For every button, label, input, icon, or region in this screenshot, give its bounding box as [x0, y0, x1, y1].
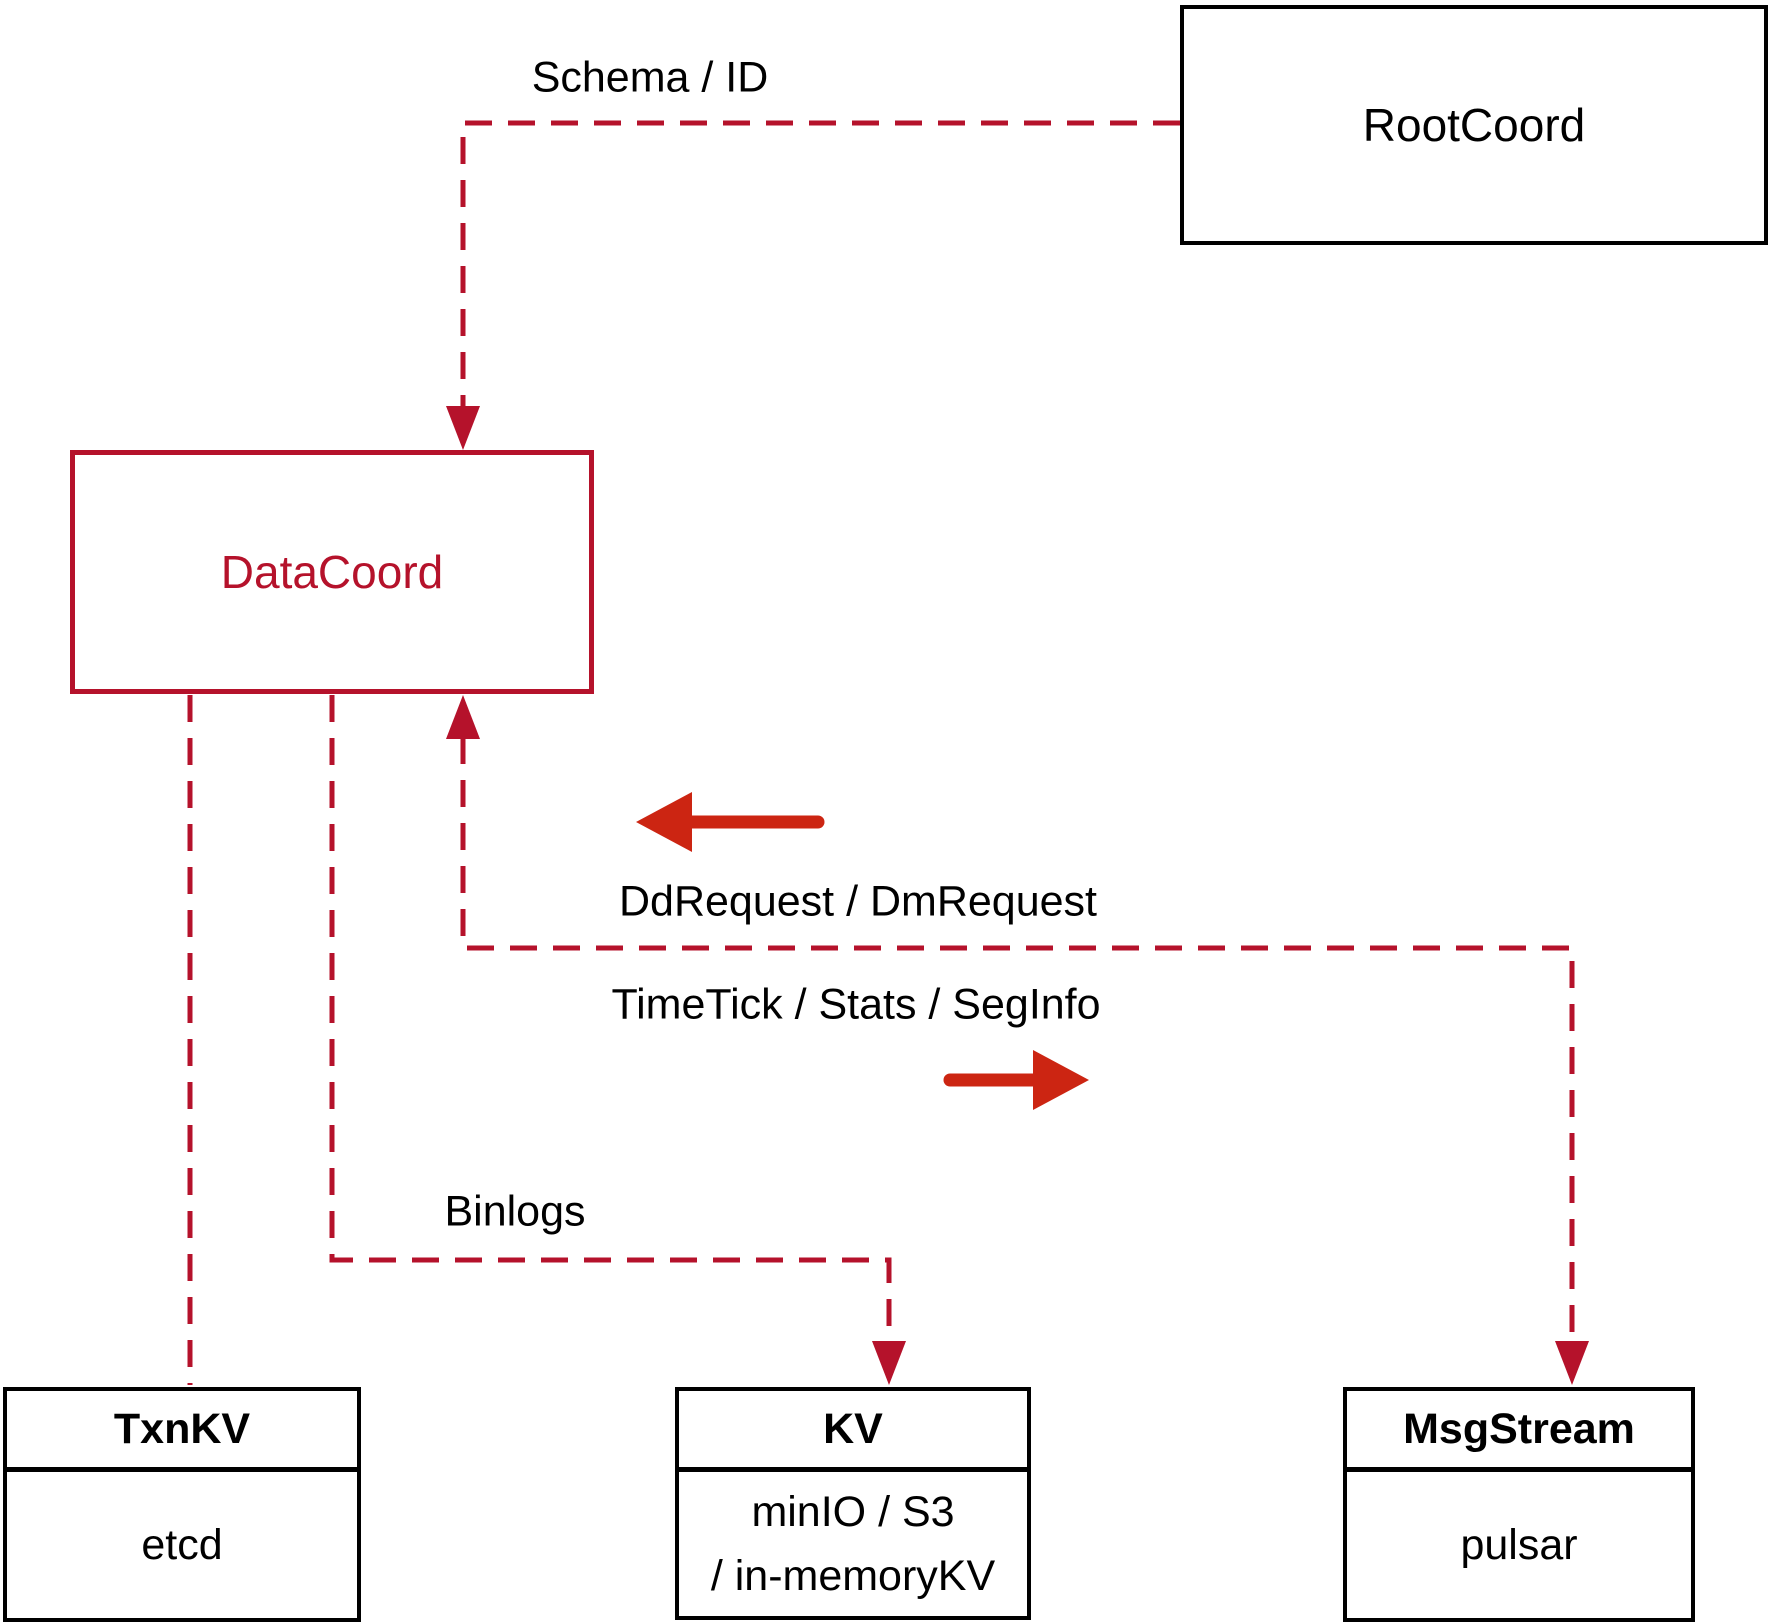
- edge-msgstream-arrowhead-down-icon: [1555, 1341, 1589, 1385]
- edge-label-schema-id: Schema / ID: [531, 53, 769, 102]
- direction-arrow-left-icon: [636, 792, 825, 852]
- node-kv: KV minIO / S3 / in-memoryKV: [675, 1387, 1031, 1620]
- edge-binlogs-arrowhead-down-icon: [872, 1341, 906, 1385]
- node-kv-impl-line2: / in-memoryKV: [710, 1552, 996, 1600]
- node-kv-title: KV: [679, 1391, 1027, 1472]
- node-datacoord-label: DataCoord: [220, 546, 444, 598]
- edge-label-binlogs: Binlogs: [444, 1187, 586, 1236]
- edge-schema-id-arrowhead-down-icon: [446, 406, 480, 450]
- node-msgstream: MsgStream pulsar: [1343, 1387, 1695, 1622]
- edge-label-ddrequest-dmrequest: DdRequest / DmRequest: [619, 877, 1097, 926]
- edge-msgstream-arrowhead-up-icon: [446, 695, 480, 739]
- direction-arrow-right-icon: [943, 1050, 1089, 1110]
- node-kv-impl-line1: minIO / S3: [751, 1488, 955, 1536]
- node-txnkv: TxnKV etcd: [3, 1387, 361, 1622]
- edge-msgstream-datacoord-line: [460, 737, 1575, 1343]
- edge-binlogs-line: [329, 695, 892, 1343]
- edge-schema-id-line: [460, 120, 1180, 408]
- node-msgstream-title: MsgStream: [1347, 1391, 1691, 1472]
- node-txnkv-impl: etcd: [141, 1521, 223, 1569]
- edge-label-timetick-stats-seginfo: TimeTick / Stats / SegInfo: [611, 980, 1101, 1029]
- node-msgstream-impl: pulsar: [1460, 1521, 1578, 1569]
- node-rootcoord-label: RootCoord: [1362, 99, 1586, 151]
- node-rootcoord: RootCoord: [1180, 5, 1768, 245]
- node-datacoord: DataCoord: [70, 450, 594, 694]
- node-txnkv-title: TxnKV: [7, 1391, 357, 1472]
